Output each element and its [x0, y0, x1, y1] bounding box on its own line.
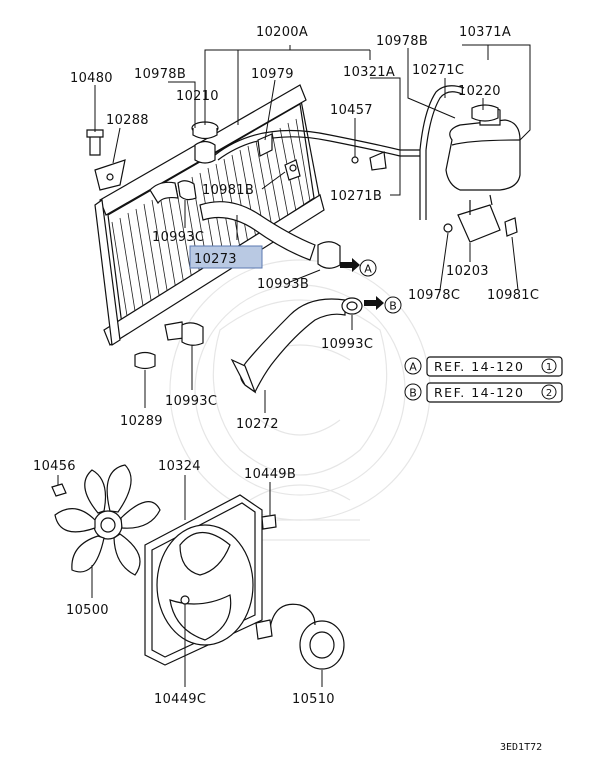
drain-plug: [134, 351, 156, 370]
upper-hose: [199, 201, 316, 261]
part-label-10271b[interactable]: 10271B: [330, 189, 382, 204]
part-label-10371a[interactable]: 10371A: [459, 25, 511, 40]
reference-a-page: 1: [546, 362, 552, 373]
part-label-10993c-upper[interactable]: 10993C: [152, 230, 204, 245]
part-label-10273[interactable]: 10273: [194, 252, 237, 267]
marker-b-label: B: [389, 300, 397, 313]
part-label-10993b[interactable]: 10993B: [257, 277, 309, 292]
part-labels: 10200A 10978B 10371A 10480 10978B 10979 …: [33, 25, 539, 707]
reference-a[interactable]: A REF. 14-120 1: [404, 356, 563, 377]
bolt-10981b: [284, 159, 301, 181]
marker-a-label: A: [364, 263, 372, 276]
reference-a-marker: A: [409, 361, 417, 374]
part-label-10981c[interactable]: 10981C: [487, 288, 539, 303]
reservoir-bracket: [457, 194, 501, 243]
part-label-10210[interactable]: 10210: [176, 89, 219, 104]
diagram-code: 3ED1T72: [500, 742, 542, 753]
highlight-box-10273: [189, 245, 263, 269]
part-label-10978c[interactable]: 10978C: [408, 288, 460, 303]
reference-b-page: 2: [546, 388, 552, 399]
part-label-10288[interactable]: 10288: [106, 113, 149, 128]
fan-blade: [54, 464, 161, 576]
hose-bracket-10979: [257, 133, 273, 157]
reservoir-cap: [471, 104, 499, 122]
part-label-10457[interactable]: 10457: [330, 103, 373, 118]
part-label-10272[interactable]: 10272: [236, 417, 279, 432]
reference-a-text: REF. 14-120: [434, 359, 525, 374]
part-label-10271c[interactable]: 10271C: [412, 63, 464, 78]
part-label-10480[interactable]: 10480: [70, 71, 113, 86]
overflow-hose: [214, 85, 465, 220]
hose-clamp-b: [317, 241, 341, 269]
part-label-10993c-lower[interactable]: 10993C: [165, 394, 217, 409]
hose-clip: [351, 151, 387, 171]
hose-clamp-lower: [181, 322, 204, 346]
part-label-10449c[interactable]: 10449C: [154, 692, 206, 707]
radiator-bracket: [86, 129, 126, 191]
part-label-10510[interactable]: 10510: [292, 692, 335, 707]
arrow-a: A: [340, 258, 377, 277]
fan-shroud: [144, 494, 263, 666]
lower-hose: [230, 298, 346, 394]
part-label-10220[interactable]: 10220: [458, 84, 501, 99]
reference-b[interactable]: B REF. 14-120 2: [404, 382, 563, 403]
hose-clamp-upper: [177, 180, 197, 201]
bolt-10978c: [443, 223, 453, 233]
part-label-10456[interactable]: 10456: [33, 459, 76, 474]
part-label-10321a[interactable]: 10321A: [343, 65, 395, 80]
radiator-cap: [191, 121, 219, 140]
part-label-10289[interactable]: 10289: [120, 414, 163, 429]
part-label-10978b-top[interactable]: 10978B: [376, 34, 428, 49]
part-label-10203[interactable]: 10203: [446, 264, 489, 279]
reference-b-marker: B: [409, 387, 417, 400]
part-label-10981b[interactable]: 10981B: [202, 183, 254, 198]
part-label-10449b[interactable]: 10449B: [244, 467, 296, 482]
part-label-10500[interactable]: 10500: [66, 603, 109, 618]
fan-motor: [255, 603, 345, 670]
part-label-10993c-right[interactable]: 10993C: [321, 337, 373, 352]
part-label-10979[interactable]: 10979: [251, 67, 294, 82]
hose-clamp-right: [341, 297, 363, 315]
reference-b-text: REF. 14-120: [434, 385, 525, 400]
bolt-10449b: [261, 514, 277, 530]
part-label-10200a[interactable]: 10200A: [256, 25, 308, 40]
leader-lines: [57, 44, 531, 687]
arrow-b: B: [364, 296, 402, 314]
part-label-10978b-left[interactable]: 10978B: [134, 67, 186, 82]
part-label-10324[interactable]: 10324: [158, 459, 201, 474]
fan-nut: [51, 483, 67, 497]
bolt-10981c: [504, 217, 518, 237]
